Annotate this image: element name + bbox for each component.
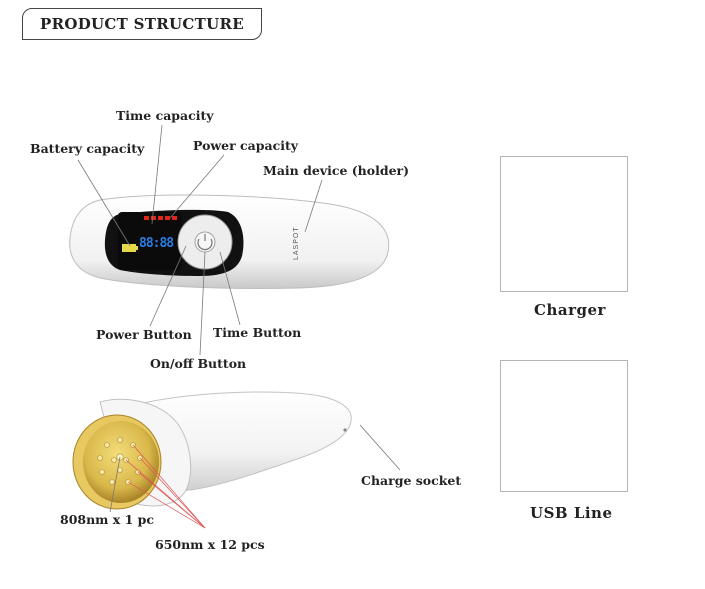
main-device: LASPOT <box>69 194 390 289</box>
page-title: PRODUCT STRUCTURE <box>22 8 262 40</box>
probe-device <box>72 391 352 510</box>
label-808nm: 808nm x 1 pc <box>60 512 154 527</box>
charger-label: Charger <box>534 301 606 319</box>
label-time-button: Time Button <box>213 325 302 340</box>
battery-indicator-icon <box>122 244 136 252</box>
label-time-capacity: Time capacity <box>116 108 214 123</box>
pointer-lines-bottom <box>109 424 401 513</box>
page-title-text: PRODUCT STRUCTURE <box>40 15 244 33</box>
label-power-capacity: Power capacity <box>193 138 298 153</box>
label-power-button: Power Button <box>96 327 192 342</box>
label-charge-socket: Charge socket <box>361 473 462 488</box>
label-main-device: Main device (holder) <box>263 163 410 178</box>
brand-text: LASPOT <box>293 226 300 260</box>
lcd-screen <box>118 212 182 270</box>
power-level-indicator <box>144 216 177 220</box>
lcd-digits: 88:88 <box>139 236 174 251</box>
label-650nm: 650nm x 12 pcs <box>155 537 265 552</box>
usb-line-frame <box>500 360 628 492</box>
label-onoff-button: On/off Button <box>150 356 247 371</box>
laser-probe-head <box>83 421 159 503</box>
usb-line-label: USB Line <box>530 504 613 522</box>
laser-pointer-lines <box>125 444 206 529</box>
charger-frame <box>500 156 628 292</box>
charge-socket-port <box>343 428 347 432</box>
pointer-lines-top <box>77 124 323 356</box>
label-battery-capacity: Battery capacity <box>30 141 145 156</box>
